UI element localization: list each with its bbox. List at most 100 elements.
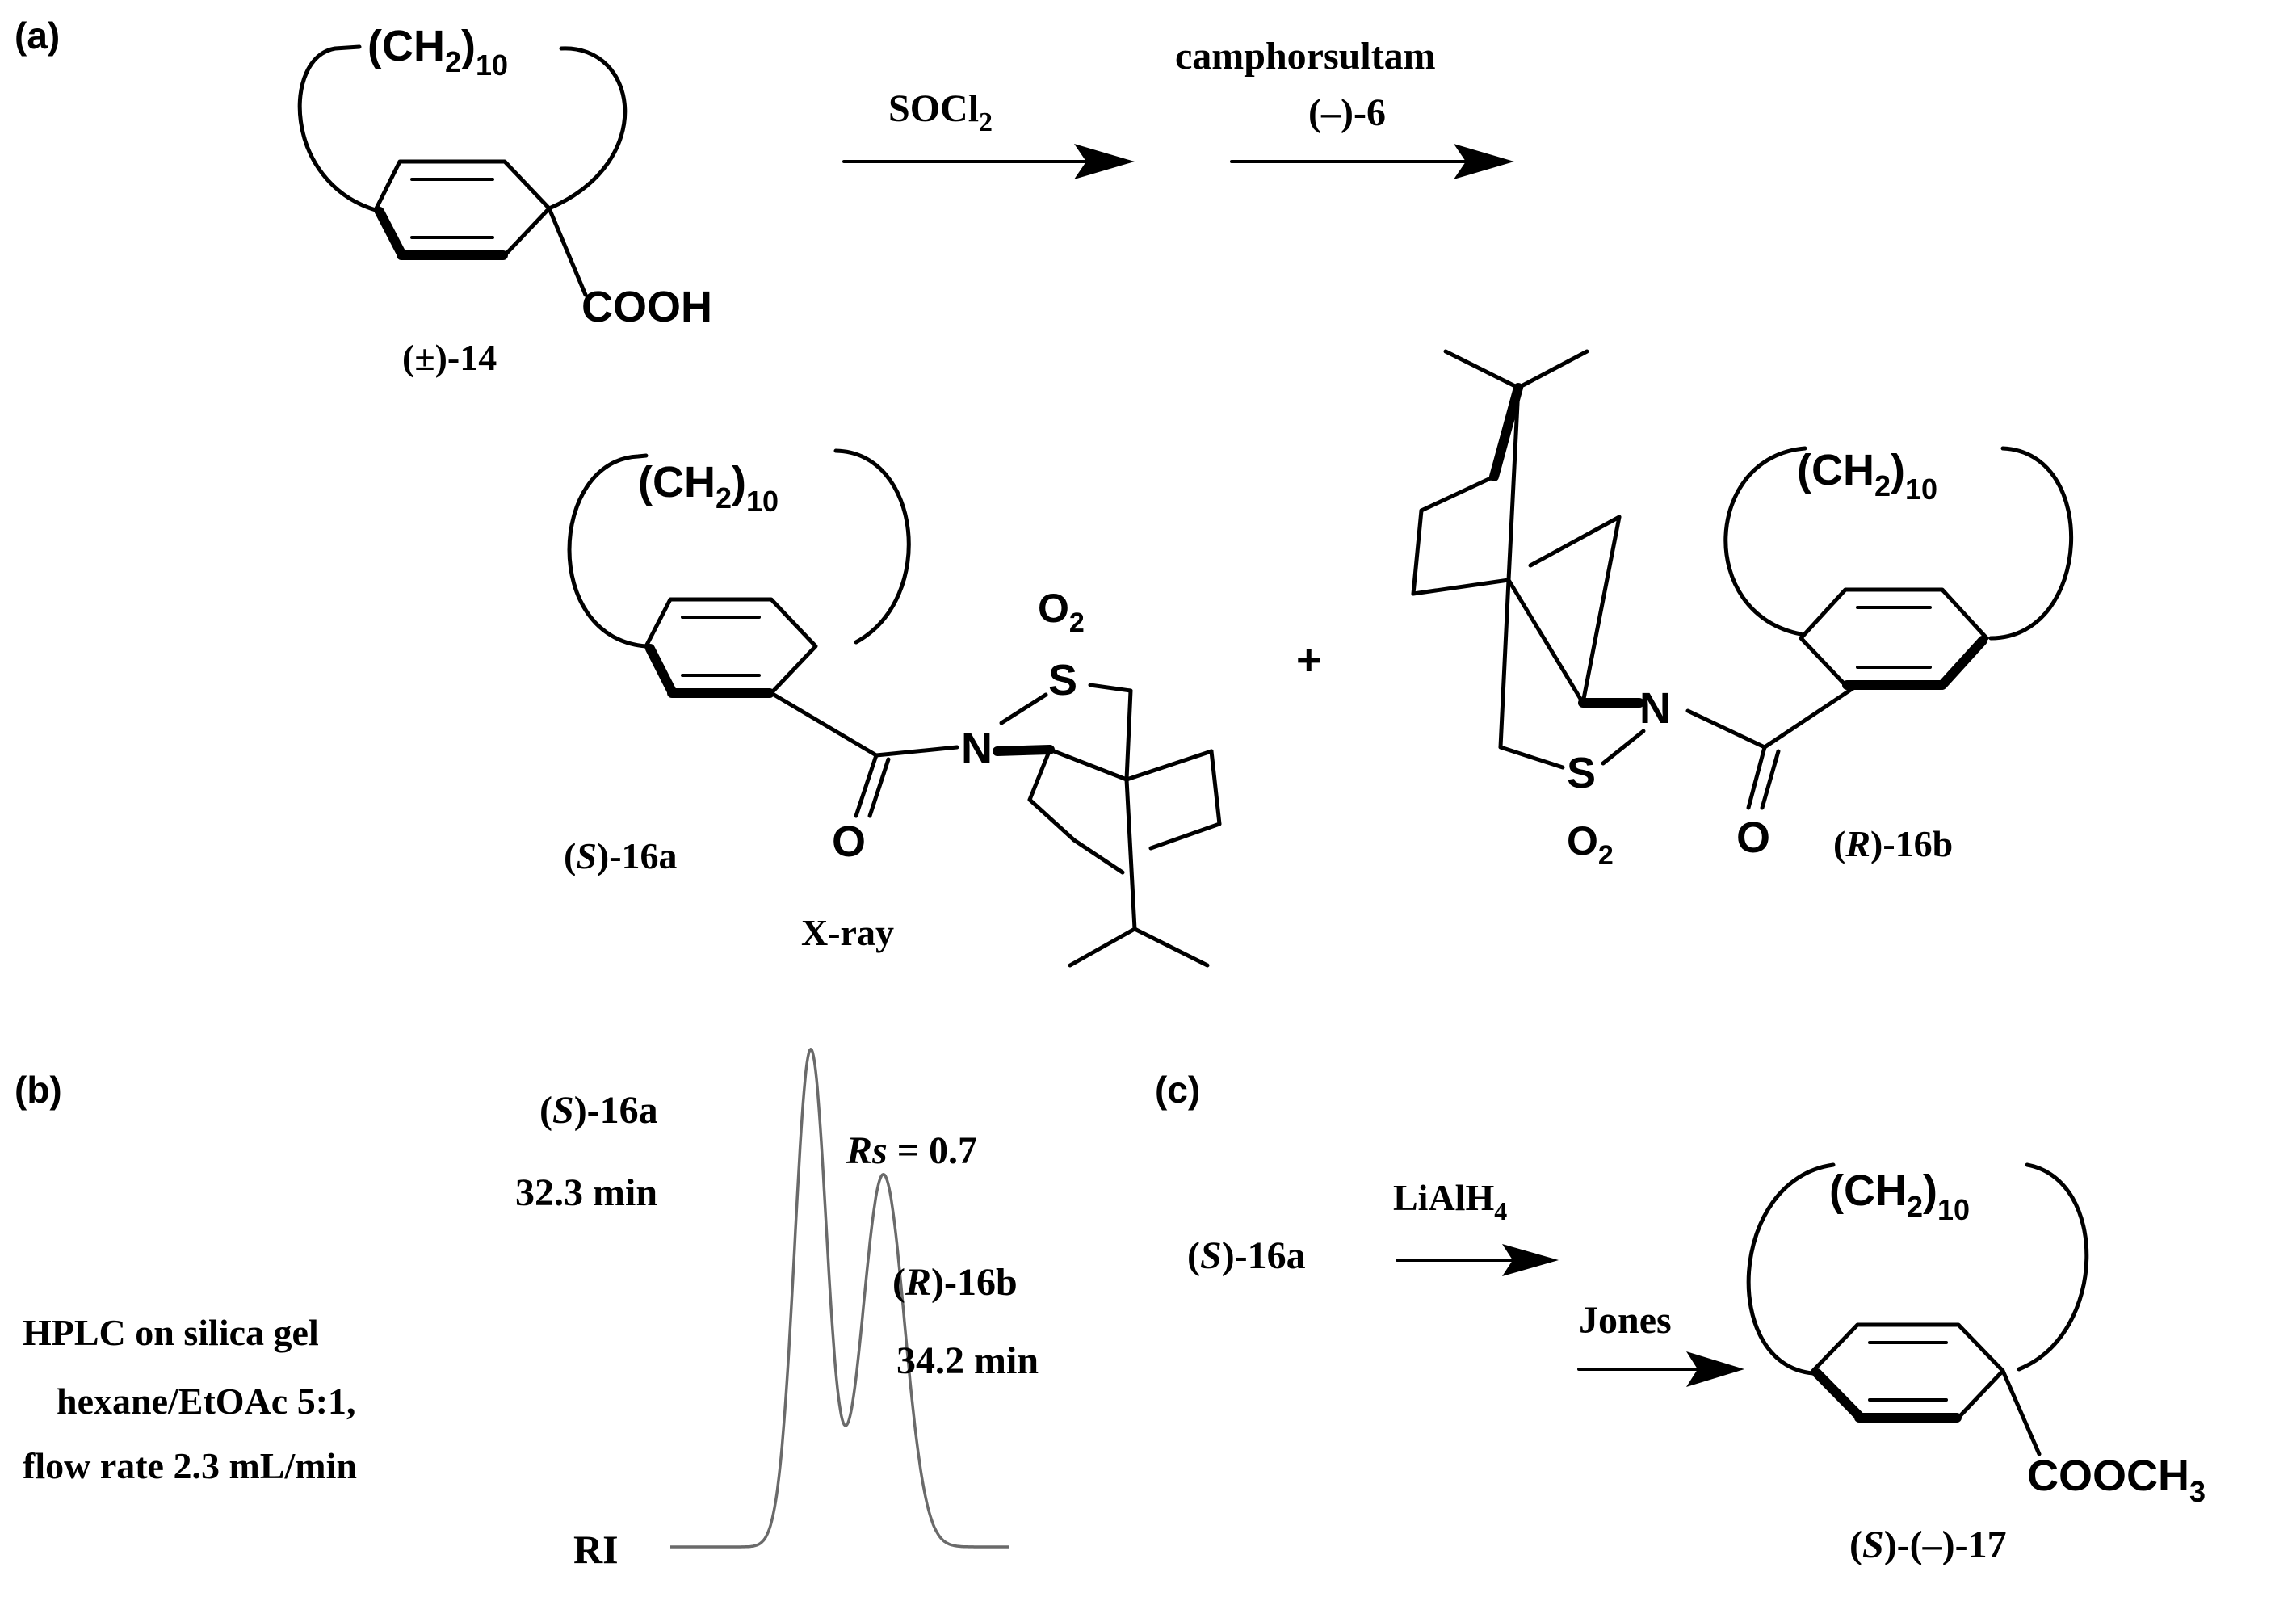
nitrogen-label: N <box>961 725 993 773</box>
compound-16b-name: (R)-16b <box>1833 823 1953 864</box>
reagent-socl2: SOCl2 <box>888 87 993 137</box>
panel-label-a: (a) <box>15 15 60 57</box>
cage-bond <box>1411 578 1511 596</box>
cage-bond <box>1528 515 1622 568</box>
cage-bond <box>1419 474 1496 513</box>
carboxyl-bond <box>547 206 588 297</box>
panel-label-c: (c) <box>1155 1069 1200 1111</box>
wedge-bond <box>1812 1368 1864 1421</box>
ester-bond <box>2000 1368 2042 1456</box>
bridge-bond <box>1124 777 1137 931</box>
cage-bond <box>1411 508 1424 596</box>
hplc-condition-line-2: hexane/EtOAc 5:1, <box>57 1381 356 1422</box>
bridge-bond <box>1506 385 1521 582</box>
benzene-ring <box>373 159 552 258</box>
panel-c-start-compound: (S)-16a <box>1187 1234 1306 1277</box>
chromatogram-trace <box>722 1048 1010 1549</box>
ring-chain-label: (CH2)10 <box>1829 1166 1970 1226</box>
amide-bond <box>874 745 959 758</box>
macrocycle-loop-left <box>1723 446 1807 637</box>
methyl-bond <box>1516 349 1589 390</box>
carboxyl-group-label: COOH <box>581 283 712 331</box>
reaction-arrow-2 <box>1230 144 1514 179</box>
acyl-bond <box>1762 680 1864 750</box>
ester-group-label: COOCH3 <box>2027 1452 2206 1508</box>
wedge-bond <box>375 207 406 258</box>
hplc-condition-line-3: flow rate 2.3 mL/min <box>23 1445 357 1486</box>
reaction-arrow-3 <box>1396 1244 1559 1276</box>
compound-14-structure <box>297 44 628 297</box>
reagent-camphorsultam: camphorsultam <box>1175 35 1436 78</box>
compound-17-structure <box>1746 1162 2089 1456</box>
compound-16a-structure <box>567 448 1222 968</box>
carbonyl-oxygen-label: O <box>1736 813 1770 862</box>
hplc-chromatogram <box>670 1048 1010 1549</box>
wedge-bond <box>1937 636 1987 690</box>
detector-label: RI <box>573 1527 619 1572</box>
carbonyl-double-bond <box>1760 749 1781 810</box>
cage-bond <box>1209 749 1222 826</box>
reagent-jones: Jones <box>1579 1299 1672 1342</box>
cage-bond <box>1506 578 1585 705</box>
compound-14-name: (±)-14 <box>402 337 497 378</box>
panel-label-b: (b) <box>15 1069 62 1111</box>
methyl-bond <box>1443 349 1521 390</box>
macrocycle-loop-right <box>1988 446 2073 641</box>
amide-bond <box>1685 708 1767 750</box>
peak2-name: (R)-16b <box>892 1261 1018 1304</box>
methyl-bond <box>1068 927 1137 968</box>
macrocycle-loop-right <box>833 448 911 645</box>
sultam-ch2-bond <box>1498 578 1511 750</box>
sulfur-label: S <box>1048 656 1077 704</box>
xray-note: X-ray <box>801 912 894 953</box>
sulfonyl-o2-label: O2 <box>1038 586 1085 638</box>
compound-17-name: (S)-(–)-17 <box>1849 1523 2007 1566</box>
sultam-ch2-bond <box>1088 683 1133 693</box>
peak2-retention-time: 34.2 min <box>896 1339 1039 1382</box>
wedge-bond <box>1489 383 1523 481</box>
cage-bond <box>1047 747 1129 782</box>
carbonyl-double-bond <box>854 753 879 818</box>
sultam-n-s-bond <box>1601 729 1646 766</box>
ring-chain-label: (CH2)10 <box>1797 446 1937 506</box>
cage-bond <box>1124 688 1133 782</box>
compound-16b-structure <box>1411 349 2073 810</box>
peak1-retention-time: 32.3 min <box>515 1171 657 1214</box>
reagent-camphorsultam-id: (–)-6 <box>1308 91 1386 134</box>
cage-bond <box>1580 515 1622 705</box>
wedge-bond <box>645 644 677 696</box>
cage-bond <box>1027 797 1077 843</box>
reagent-lialh4: LiAlH4 <box>1393 1177 1507 1225</box>
benzene-ring <box>644 597 818 696</box>
resolution-label: Rs = 0.7 <box>846 1129 977 1172</box>
acyl-bond <box>769 691 879 758</box>
cage-bond <box>1027 747 1052 802</box>
macrocycle-loop-left <box>297 44 378 212</box>
reaction-arrow-4 <box>1577 1351 1744 1387</box>
reaction-arrow-1 <box>842 144 1135 179</box>
sultam-ch2-bond <box>1498 745 1565 770</box>
cage-bond <box>1124 749 1214 782</box>
macrocycle-loop-left <box>1746 1162 1836 1376</box>
methyl-bond <box>1132 927 1210 968</box>
carbonyl-double-bond <box>867 757 891 818</box>
compound-16a-name: (S)-16a <box>564 835 678 876</box>
wedge-bond <box>993 745 1055 756</box>
ring-chain-label: (CH2)10 <box>638 458 779 518</box>
sultam-n-s-bond <box>999 692 1048 725</box>
carbonyl-oxygen-label: O <box>832 817 866 866</box>
sulfur-label: S <box>1567 749 1596 797</box>
cage-bond <box>1072 838 1125 875</box>
carbonyl-double-bond <box>1746 745 1767 810</box>
macrocycle-loop-right <box>547 46 628 211</box>
peak1-name: (S)-16a <box>539 1089 658 1132</box>
hplc-condition-line-1: HPLC on silica gel <box>23 1312 319 1353</box>
plus-sign: + <box>1296 636 1322 684</box>
sulfonyl-o2-label: O2 <box>1567 818 1614 871</box>
nitrogen-label: N <box>1639 684 1671 733</box>
ring-chain-label: (CH2)10 <box>367 22 508 82</box>
macrocycle-loop-right <box>2017 1162 2089 1372</box>
cage-bond <box>1148 822 1222 851</box>
macrocycle-loop-left <box>567 453 649 649</box>
